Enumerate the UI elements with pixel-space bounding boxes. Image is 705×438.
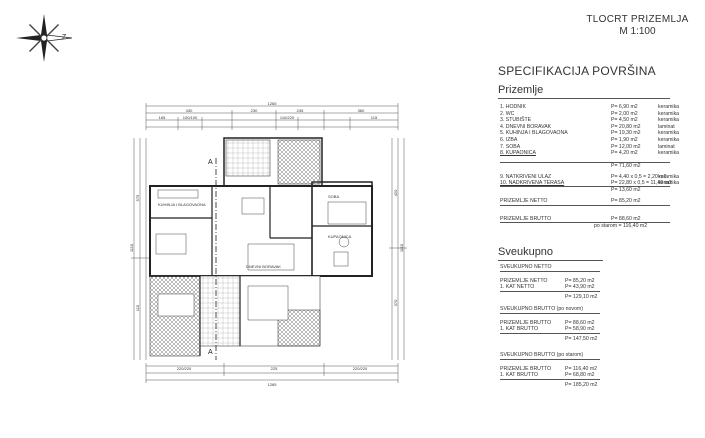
room-material: keramika	[658, 137, 680, 143]
floor-plan-drawing: 1265 430 230 245 360 165 100/100 110/220…	[129, 101, 407, 387]
group-row-label: 1. KAT NETTO	[500, 284, 535, 290]
outdoor-name: 9. NATKRIVENI ULAZ	[500, 174, 552, 180]
room-name: 7. SOBA	[500, 143, 521, 150]
room-label: DNEVNI BORAVAK	[246, 264, 281, 269]
spec-title: SPECIFIKACIJA POVRŠINA	[498, 64, 656, 78]
group-total: P= 185,20 m2	[565, 382, 598, 388]
group-row-value: P= 85,20 m2	[565, 278, 595, 284]
dim-top-b: 110/220	[280, 115, 295, 120]
room-name: 5. KUHINJA I BLAGOVAONA	[500, 130, 568, 137]
title-block: TLOCRT PRIZEMLJA M 1:100	[575, 14, 700, 37]
room-label: KUPAONICA	[328, 234, 352, 239]
compass-rose-icon	[16, 14, 73, 62]
section-marker: A	[208, 159, 213, 166]
compass: Z	[8, 10, 78, 71]
brutto-old-value: po starom = 116,40 m2	[594, 223, 648, 229]
room-name: 6. IZBA	[500, 137, 518, 143]
group-total: P= 129,10 m2	[565, 294, 598, 300]
dim-top-a: 430	[186, 108, 193, 113]
group-row-value: P= 68,80 m2	[565, 372, 595, 378]
room-material: keramika	[658, 150, 680, 157]
room-name: 3. STUBIŠTE	[500, 117, 532, 124]
room-area: P= 19,30 m2	[611, 130, 641, 137]
sveukupno-heading: Sveukupno	[498, 246, 554, 258]
room-area: P= 2,00 m2	[611, 110, 638, 117]
dim-left: 1110	[129, 243, 134, 252]
outdoor-material: keramika	[658, 180, 680, 186]
group-row-label: PRIZEMLJE BRUTTO	[500, 320, 552, 326]
dim-top-b: 165	[159, 115, 166, 120]
floor-plan: 1265 430 230 245 360 165 100/100 110/220…	[128, 98, 418, 403]
room-area: P= 20,80 m2	[611, 123, 641, 130]
room-material: keramika	[658, 110, 680, 117]
room-material: keramika	[658, 130, 680, 137]
netto-label: PRIZEMLJE NETTO	[500, 198, 548, 204]
dim-top-total: 1265	[268, 101, 278, 106]
room-material: laminat	[658, 143, 675, 150]
room-label: KUHINJA I BLAGOVAONA	[158, 202, 206, 207]
room-material: keramika	[658, 117, 680, 124]
outdoor-name: 10. NADKRIVENA TERASA	[500, 180, 565, 186]
outdoor-area: P= 22,80 x 0,5 = 11,40 m2	[611, 180, 672, 186]
group-row-label: PRIZEMLJE NETTO	[500, 278, 548, 284]
dim-bottom-a: 220/220	[353, 366, 368, 371]
dim-top-a: 230	[251, 108, 258, 113]
dim-right: 420	[393, 189, 398, 196]
prizemlje-heading: Prizemlje	[498, 84, 544, 96]
compass-letter: Z	[62, 34, 67, 41]
dim-bottom-a: 225	[271, 366, 278, 371]
room-area: P= 12,00 m2	[611, 143, 641, 150]
dim-top-a: 360	[358, 108, 365, 113]
group-title: SVEUKUPNO BRUTTO (po starom)	[500, 352, 584, 358]
group-title: SVEUKUPNO BRUTTO (po novom)	[500, 306, 583, 312]
group-row-value: P= 88,60 m2	[565, 320, 595, 326]
rooms-total: P= 71,60 m2	[611, 163, 641, 169]
room-area: P= 6,90 m2	[611, 104, 638, 110]
group-row-value: P= 58,90 m2	[565, 326, 595, 332]
netto-value: P= 85,20 m2	[611, 198, 641, 204]
room-name: 8. KUPAONICA	[500, 150, 536, 157]
room-material: keramika	[658, 104, 680, 110]
group-row-label: 1. KAT BRUTTO	[500, 372, 539, 378]
room-name: 1. HODNIK	[500, 104, 526, 110]
dim-left: 115	[135, 304, 140, 311]
brutto-value: P= 88,60 m2	[611, 216, 641, 222]
group-row-label: PRIZEMLJE BRUTTO	[500, 366, 552, 372]
group-title: SVEUKUPNO NETTO	[500, 264, 552, 270]
room-area: P= 4,20 m2	[611, 150, 638, 157]
room-name: 2. WC	[500, 110, 515, 117]
group-row-value: P= 43,90 m2	[565, 284, 595, 290]
room-area: P= 4,50 m2	[611, 117, 638, 124]
drawing-title: TLOCRT PRIZEMLJA	[586, 14, 689, 25]
dim-top-b: 115	[371, 115, 378, 120]
dim-right: 1110	[399, 243, 404, 252]
group-total: P= 147,50 m2	[565, 336, 598, 342]
outdoor-total: P= 13,60 m2	[611, 187, 641, 193]
drawing-scale: M 1:100	[619, 26, 656, 37]
outdoor-material: keramika	[658, 174, 680, 180]
room-label: SOBA	[328, 194, 339, 199]
room-name: 4. DNEVNI BORAVAK	[500, 123, 552, 130]
outdoor-area: P= 4,40 x 0,5 = 2,20 m2	[611, 174, 667, 180]
section-marker: A	[208, 349, 213, 356]
dim-left: 575	[135, 194, 140, 201]
dim-top-b: 100/100	[183, 115, 198, 120]
group-row-value: P= 116,40 m2	[565, 366, 598, 372]
dim-right: 370	[393, 299, 398, 306]
dim-bottom-total: 1265	[268, 382, 278, 387]
room-material: laminat	[658, 123, 675, 130]
group-row-label: 1. KAT BRUTTO	[500, 326, 539, 332]
room-area: P= 1,90 m2	[611, 137, 638, 143]
dim-bottom-a: 220/220	[177, 366, 192, 371]
dim-top-a: 245	[297, 108, 304, 113]
brutto-label: PRIZEMLJE BRUTTO	[500, 216, 552, 222]
